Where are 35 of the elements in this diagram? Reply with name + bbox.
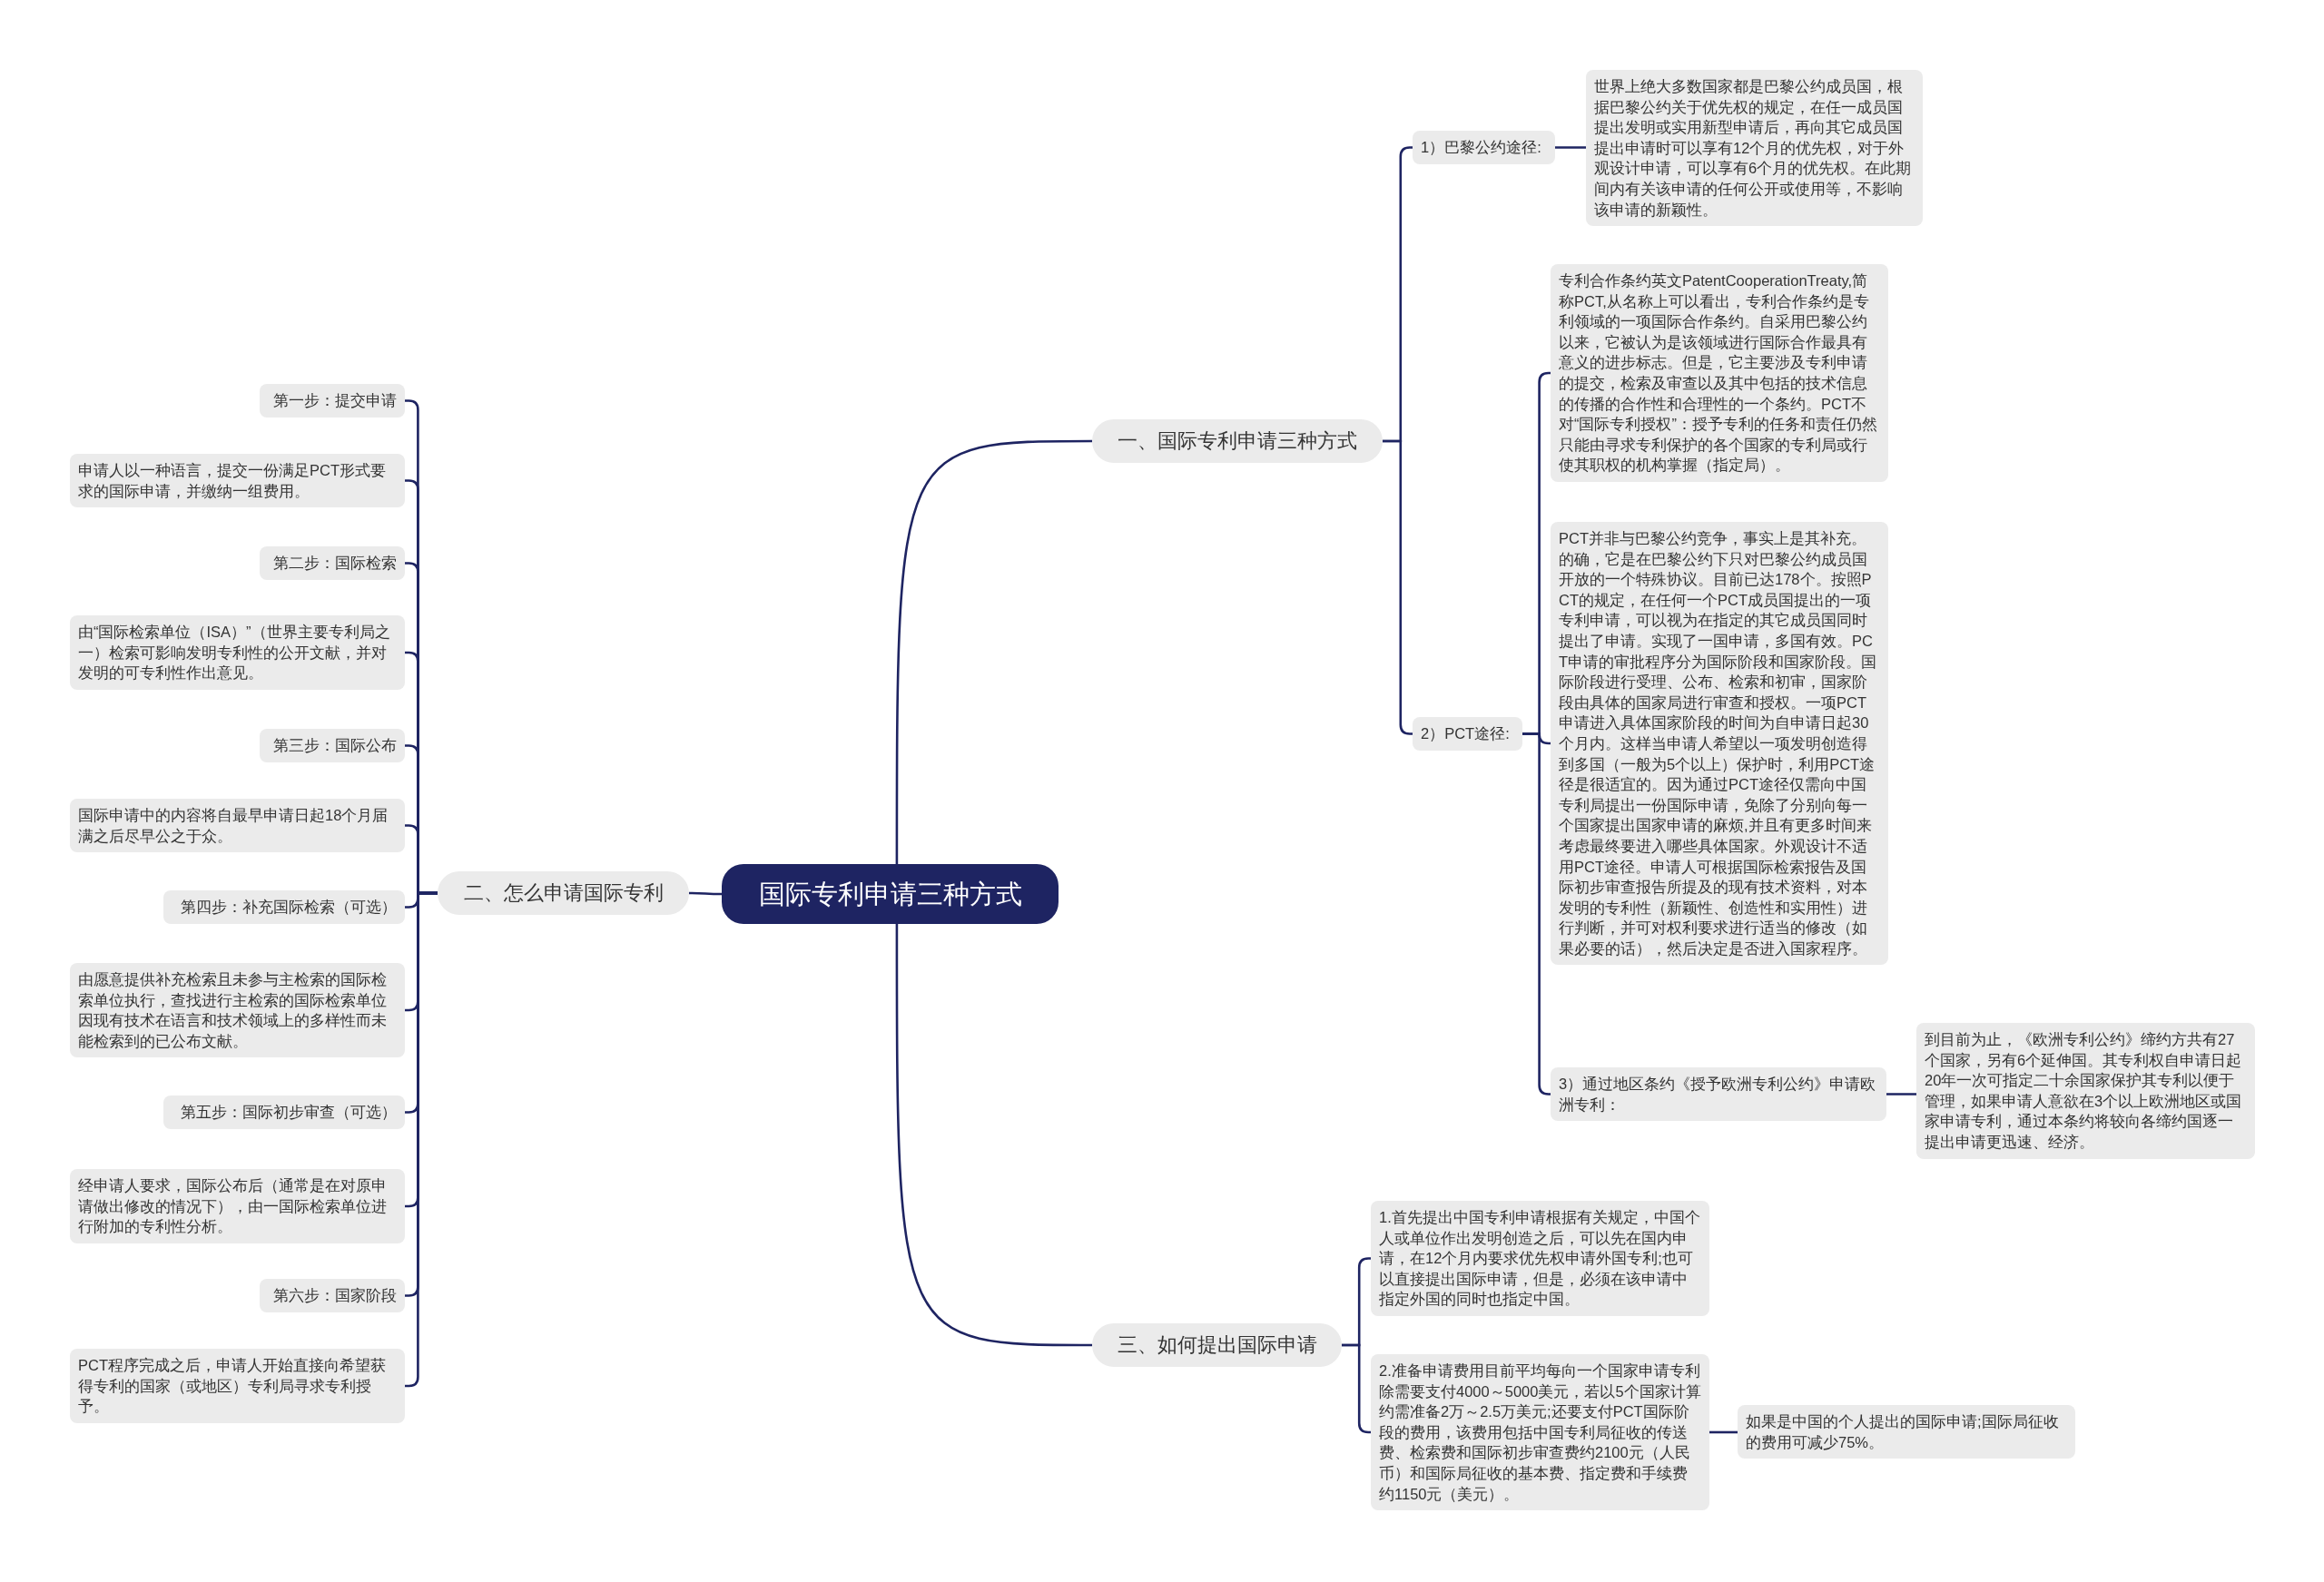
connector-line xyxy=(1383,439,1413,735)
note-box: 由愿意提供补充检索且未参与主检索的国际检索单位执行，查找进行主检索的国际检索单位因现有技术在语言和技术领域上的多样性而未能检索到的已公布文献。 xyxy=(70,963,405,1058)
step-box: 第四步：补充国际检索（可选） xyxy=(163,890,405,924)
step-box: 第六步：国家阶段 xyxy=(260,1279,405,1312)
connector-line xyxy=(1886,1093,1916,1096)
note-box: 专利合作条约英文PatentCooperationTreaty,简称PCT,从名称上可以看出，专利合作条约是专利领域的一项国际合作条约。自采用巴黎公约以来，它被认为是该领域进行国际合作最具有意义的进步标志。但是，它主要涉及专利申请的提交，检索及审查以及其中包括的技术信息的传播的合作性和合理性的一个条约。PCT不对“国际专利授权”：授予专利的任务和责任仍然只能由寻求专利保护的各个国家的专利局或行使其职权的机构掌握（指定局）。 xyxy=(1551,264,1888,482)
note-box: 世界上绝大多数国家都是巴黎公约成员国，根据巴黎公约关于优先权的规定，在任一成员国提出发明或实用新型申请后，再向其它成员国提出申请时可以享有12个月的优先权，对于外观设计申请，可以享有6个月的优先权。在此期间内有关该申请的任何公开或使用等，不影响该申请的新颖性。 xyxy=(1586,70,1923,227)
branch-topic: 二、怎么申请国际专利 xyxy=(438,871,689,915)
connector-line xyxy=(895,924,1092,1347)
step-box: 第一步：提交申请 xyxy=(260,384,405,418)
subtopic-box: 3）通过地区条约《授予欧洲专利公约》申请欧洲专利： xyxy=(1551,1067,1886,1122)
subtopic-box: 1）巴黎公约途径: xyxy=(1413,131,1555,164)
note-box: 由“国际检索单位（ISA）”（世界主要专利局之一）检索可影响发明专利性的公开文献，并对发明的可专利性作出意见。 xyxy=(70,615,405,690)
subtopic-box: 2）PCT途径: xyxy=(1413,717,1522,751)
connector-line xyxy=(1555,146,1586,149)
note-box: 经申请人要求，国际公布后（通常是在对原申请做出修改的情况下），由一国际检索单位进行附加的专利性分析。 xyxy=(70,1169,405,1243)
note-box: PCT并非与巴黎公约竞争，事实上是其补充。的确，它是在巴黎公约下只对巴黎公约成员国开放的一个特殊协议。目前已达178个。按照PCT的规定，在任何一个PCT成员国提出的一项专利申请，可以视为在指定的其它成员国同时提出了申请。实现了一国申请，多国有效。PCT申请的审批程序分为国际阶段和国家阶段。国际阶段进行受理、公布、检索和初审，国家阶段由具体的国家局进行审查和授权。一项PCT申请进入具体国家阶段的时间为自申请日起30个月内。这样当申请人希望以一项发明创造得到多国（一般为5个以上）保护时，利用PCT途径是很适宜的。因为通过PCT途径仅需向中国专利局提出一份国际申请，免除了分别向每一个国家提出国家申请的麻烦,并且有更多时间来考虑最终要进入哪些具体国家。外观设计不适用PCT途径。申请人可根据国际检索报告及国际初步审查报告所提及的现有技术资料，对本发明的专利性（新颖性、创造性和实用性）进行判断，并可对权利要求进行适当的修改（如果必要的话），然后决定是否进入国家程序。 xyxy=(1551,522,1888,966)
step-box: 第三步：国际公布 xyxy=(260,729,405,762)
note-box: 2.准备申请费用目前平均每向一个国家申请专利除需要支付4000～5000美元，若以5个国家计算约需准备2万～2.5万美元;还要支付PCT国际阶段的费用，该费用包括中国专利局征收的传送费、检索费和国际初步审查费约2100元（人民币）和国际局征收的基本费、指定费和手续费约1150元（美元）。 xyxy=(1371,1354,1709,1511)
step-box: 第五步：国际初步审查（可选） xyxy=(163,1096,405,1129)
step-box: 第二步：国际检索 xyxy=(260,546,405,580)
note-box: 申请人以一种语言，提交一份满足PCT形式要求的国际申请，并缴纳一组费用。 xyxy=(70,454,405,508)
connector-line xyxy=(1342,1343,1371,1434)
connector-line xyxy=(689,891,722,896)
connector-line xyxy=(895,439,1092,864)
note-box: 到目前为止，《欧洲专利公约》缔约方共有27个国家，另有6个延伸国。其专利权自申请日起20年一次可指定二十余国家保护其专利以便于管理，如果申请人意欲在3个以上欧洲地区或国家申请专利，通过本条约将较向各缔约国逐一提出申请更迅速、经济。 xyxy=(1916,1023,2255,1159)
note-box: PCT程序完成之后，申请人开始直接向希望获得专利的国家（或地区）专利局寻求专利授予。 xyxy=(70,1349,405,1423)
connector-line xyxy=(1709,1430,1738,1434)
branch-topic: 三、如何提出国际申请 xyxy=(1092,1323,1342,1367)
connector-line xyxy=(1522,732,1551,1096)
branch-topic: 一、国际专利申请三种方式 xyxy=(1092,419,1383,463)
note-box: 国际申请中的内容将自最早申请日起18个月届满之后尽早公之于众。 xyxy=(70,799,405,853)
central-topic: 国际专利申请三种方式 xyxy=(722,864,1059,924)
note-box: 1.首先提出中国专利申请根据有关规定，中国个人或单位作出发明创造之后，可以先在国内申请，在12个月内要求优先权申请外国专利;也可以直接提出国际申请，但是，必须在该申请中指定外国的同时也指定中国。 xyxy=(1371,1201,1709,1316)
note-box: 如果是中国的个人提出的国际申请;国际局征收的费用可减少75%。 xyxy=(1738,1405,2075,1459)
